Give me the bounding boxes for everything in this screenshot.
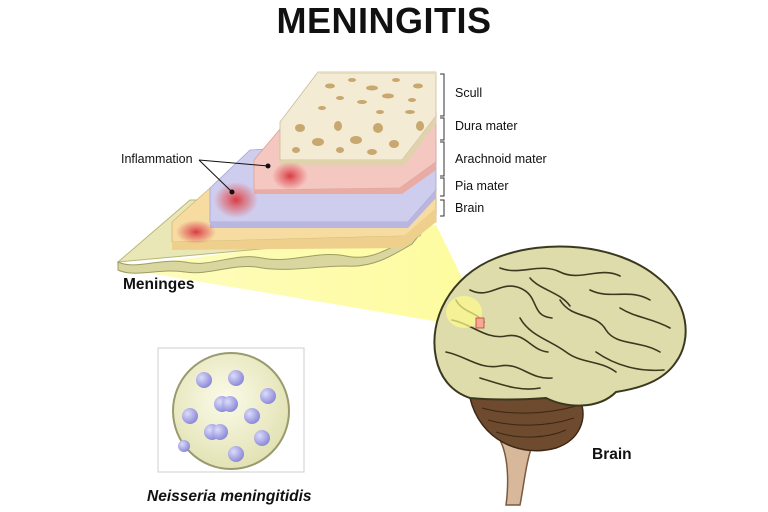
label-scull: Scull <box>455 86 483 100</box>
brain-gyri <box>445 267 671 390</box>
label-inflammation: Inflammation <box>121 152 193 166</box>
bacteria-cocci <box>178 370 276 462</box>
inflammation-pointers <box>198 159 271 195</box>
label-brain: Brain <box>592 446 632 463</box>
page-title: MENINGITIS <box>276 0 492 41</box>
label-brain-layer: Brain <box>455 201 485 215</box>
layer-scull-slab <box>279 71 437 166</box>
label-pia-mater: Pia mater <box>455 179 509 193</box>
brain-illustration <box>433 245 687 506</box>
bone-pores <box>292 78 424 155</box>
label-dura-mater: Dura mater <box>455 119 518 133</box>
label-neisseria-meningitidis: Neisseria meningitidis <box>147 488 312 505</box>
layer-brackets <box>440 73 445 217</box>
inflammation-spots <box>176 162 308 244</box>
label-arachnoid-mater: Arachnoid mater <box>455 152 547 166</box>
label-meninges: Meninges <box>123 276 195 293</box>
